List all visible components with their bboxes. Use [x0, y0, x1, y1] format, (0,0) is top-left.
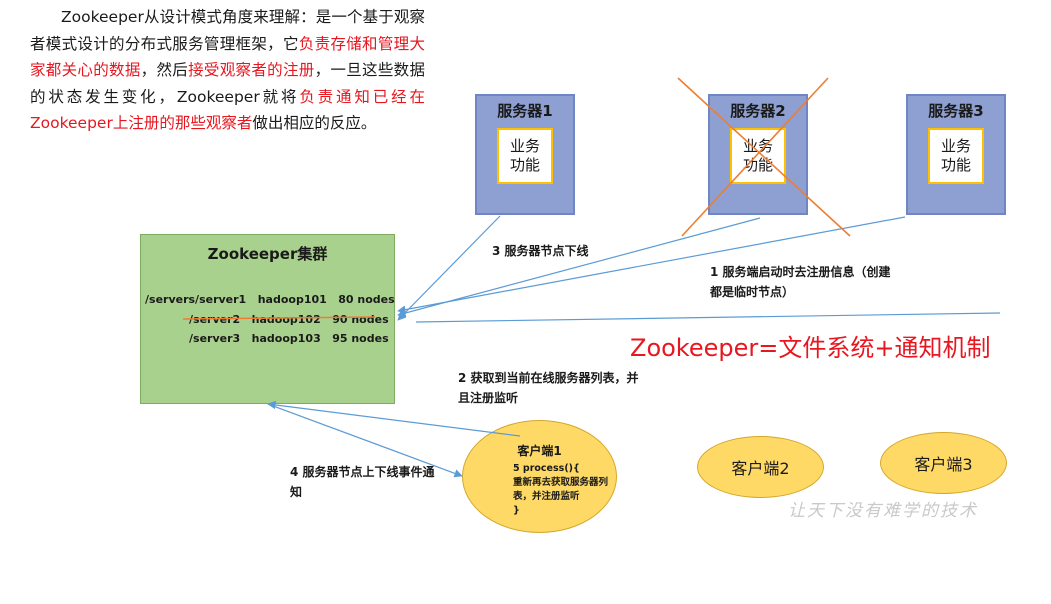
server-1-business-box: 业务 功能	[497, 128, 553, 184]
znode-server2: /server2 hadoop102 90 nodes	[189, 313, 389, 326]
zookeeper-cluster-title: Zookeeper集群	[207, 245, 328, 263]
arrow-client1-to-zookeeper	[267, 400, 521, 437]
client-1-ellipse: 客户端1 5 process(){ 重新再去获取服务器列表，并注册监听 }	[462, 420, 617, 533]
arrow-server2-to-zookeeper	[397, 217, 761, 318]
client-1-title: 客户端1	[517, 444, 562, 458]
intro-text-2: ，然后	[140, 61, 189, 79]
server-2-box: 服务器2 业务 功能	[708, 94, 808, 215]
server-3-business-label: 业务 功能	[940, 137, 971, 174]
step-3-label: 3 服务器节点下线	[492, 244, 589, 258]
server-2-title: 服务器2	[730, 102, 786, 120]
formula-text: Zookeeper=文件系统+通知机制	[630, 334, 991, 362]
intro-highlight-3: 负责通知已经在Zookeeper上注册的那些观察者	[30, 87, 425, 133]
step-1-label: 1 服务端启动时去注册信息（创建都是临时节点）	[710, 265, 891, 299]
zookeeper-cluster-box: Zookeeper集群 /servers/server1 hadoop101 8…	[140, 234, 395, 404]
server-2-business-label: 业务 功能	[742, 137, 773, 174]
server-3-box: 服务器3 业务 功能	[906, 94, 1006, 215]
client-1-process-text: 5 process(){ 重新再去获取服务器列表，并注册监听 }	[513, 463, 609, 516]
client-3-ellipse: 客户端3	[880, 432, 1007, 494]
server-1-box: 服务器1 业务 功能	[475, 94, 575, 215]
arrow-server1-to-zookeeper	[397, 215, 501, 321]
znode-server1: /servers/server1 hadoop101 80 nodes	[145, 293, 395, 306]
client-2-title: 客户端2	[731, 459, 790, 478]
step-2-label: 2 获取到当前在线服务器列表，并且注册监听	[458, 371, 639, 405]
client-3-title: 客户端3	[914, 455, 973, 474]
client-2-ellipse: 客户端2	[697, 436, 824, 498]
server-1-business-label: 业务 功能	[509, 137, 540, 174]
intro-highlight-2: 接受观察者的注册	[188, 61, 315, 79]
intro-text-3: ，一旦这些数据的状态发生变化，Zookeeper就将	[30, 61, 425, 106]
server-3-title: 服务器3	[928, 102, 984, 120]
znode-server3: /server3 hadoop103 95 nodes	[189, 332, 389, 345]
intro-paragraph: Zookeeper从设计模式角度来理解：是一个基于观察者模式设计的分布式服务管理…	[30, 4, 425, 137]
server-3-business-box: 业务 功能	[928, 128, 984, 184]
intro-text-4: 做出相应的反应。	[252, 114, 377, 132]
server-2-business-box: 业务 功能	[730, 128, 786, 184]
line-to-formula	[415, 312, 1001, 323]
watermark-text: 让天下没有难学的技术	[788, 501, 978, 521]
intro-highlight-1: 负责存储和管理大家都关心的数据	[30, 34, 425, 80]
intro-text-1: Zookeeper从设计模式角度来理解：是一个基于观察者模式设计的分布式服务管理…	[30, 8, 425, 53]
server-1-title: 服务器1	[497, 102, 553, 120]
step-4-label: 4 服务器节点上下线事件通知	[290, 465, 435, 499]
